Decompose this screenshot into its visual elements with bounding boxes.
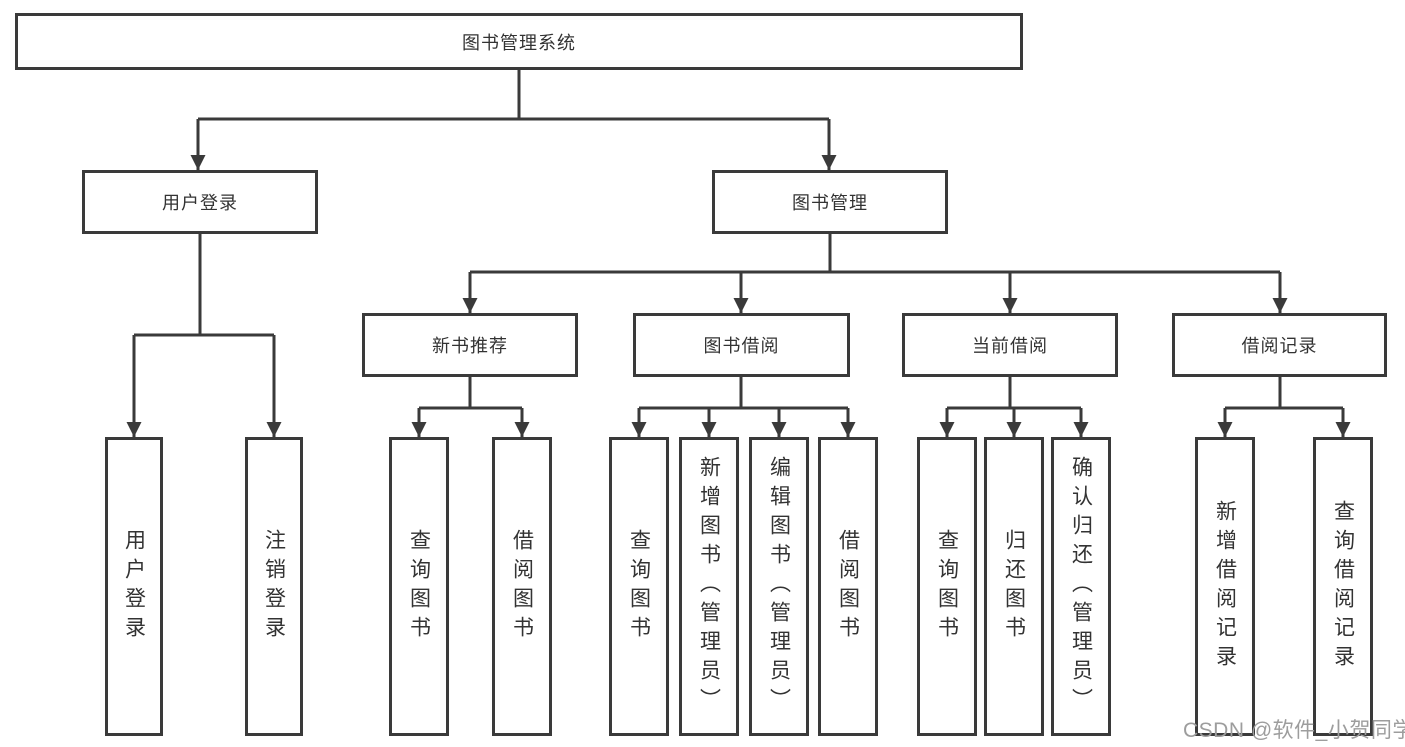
leaf-user-login: 用户登录 [105, 437, 163, 736]
leaf-logout: 注销登录 [245, 437, 303, 736]
node-borrowing-records-label: 借阅记录 [1241, 336, 1318, 356]
leaf-add-books-admin: 新增图书（管理员） [679, 437, 739, 736]
leaf-borrow-books-1: 借阅图书 [492, 437, 552, 736]
csdn-watermark: CSDN @软件_小贺同学 [1183, 719, 1405, 742]
node-root-label: 图书管理系统 [462, 32, 576, 53]
leaf-query-books-3: 查询图书 [917, 437, 977, 736]
leaf-return-books-label: 归还图书 [1002, 528, 1026, 645]
node-current-borrowing-label: 当前借阅 [972, 336, 1048, 356]
leaf-edit-books-admin-label: 编辑图书（管理员） [767, 456, 791, 717]
leaf-query-borrow-record: 查询借阅记录 [1313, 437, 1373, 736]
leaf-add-borrow-record-label: 新增借阅记录 [1213, 499, 1237, 674]
node-new-book-recommendation: 新书推荐 [362, 313, 578, 377]
leaf-borrow-books-2-label: 借阅图书 [836, 528, 860, 645]
leaf-borrow-books-1-label: 借阅图书 [510, 528, 534, 645]
node-current-borrowing: 当前借阅 [902, 313, 1118, 377]
leaf-confirm-return-admin-label: 确认归还（管理员） [1069, 456, 1093, 717]
leaf-query-books-2-label: 查询图书 [627, 528, 651, 645]
leaf-query-books-3-label: 查询图书 [935, 528, 959, 645]
leaf-edit-books-admin: 编辑图书（管理员） [749, 437, 809, 736]
node-root: 图书管理系统 [15, 13, 1023, 70]
leaf-query-borrow-record-label: 查询借阅记录 [1331, 499, 1355, 674]
node-user-login: 用户登录 [82, 170, 318, 234]
node-user-login-label: 用户登录 [162, 193, 238, 213]
leaf-add-books-admin-label: 新增图书（管理员） [697, 456, 721, 717]
leaf-borrow-books-2: 借阅图书 [818, 437, 878, 736]
leaf-query-books-2: 查询图书 [609, 437, 669, 736]
node-book-borrowing: 图书借阅 [633, 313, 850, 377]
node-book-management-label: 图书管理 [792, 193, 868, 213]
node-book-borrowing-label: 图书借阅 [703, 336, 780, 356]
leaf-return-books: 归还图书 [984, 437, 1044, 736]
leaf-query-books-1: 查询图书 [389, 437, 449, 736]
leaf-query-books-1-label: 查询图书 [407, 528, 431, 645]
node-book-management: 图书管理 [712, 170, 948, 234]
node-new-book-recommendation-label: 新书推荐 [432, 336, 508, 356]
leaf-confirm-return-admin: 确认归还（管理员） [1051, 437, 1111, 736]
leaf-user-login-label: 用户登录 [122, 528, 146, 645]
leaf-add-borrow-record: 新增借阅记录 [1195, 437, 1255, 736]
node-borrowing-records: 借阅记录 [1172, 313, 1387, 377]
leaf-logout-label: 注销登录 [262, 528, 286, 645]
